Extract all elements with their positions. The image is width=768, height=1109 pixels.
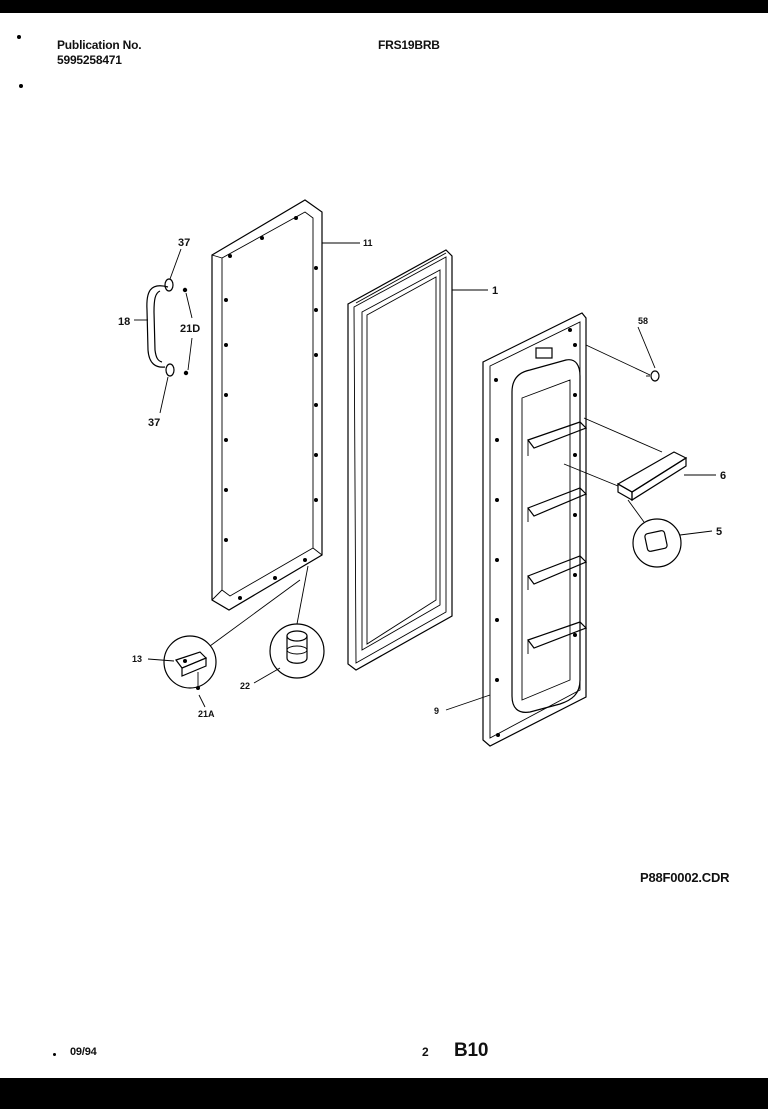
callout-gasket: 1	[492, 285, 498, 297]
callout-cap: 5	[716, 526, 722, 538]
callout-handle-screw-top: 37	[178, 237, 190, 249]
door-shelf	[527, 555, 588, 590]
publication-label: Publication No.	[57, 38, 142, 52]
drawing-file-name: P88F0002.CDR	[640, 870, 730, 885]
door-handle	[146, 278, 193, 377]
top-border-bar	[0, 0, 768, 13]
callout-inner-liner: 9	[434, 706, 439, 716]
callout-hinge-screw: 21A	[198, 709, 215, 719]
callout-shelf-rail: 6	[720, 470, 726, 482]
model-number: FRS19BRB	[378, 38, 440, 52]
section-code: B10	[454, 1040, 489, 1061]
shelf-rail	[563, 417, 688, 502]
door-shelf	[527, 621, 588, 654]
hinge-bushing-detail	[269, 565, 325, 679]
callout-screw: 58	[638, 316, 648, 326]
inner-door-liner	[482, 312, 588, 747]
callout-handle-screw-bottom: 37	[148, 417, 160, 429]
margin-dot	[53, 1053, 56, 1056]
screw	[585, 344, 660, 382]
page-number: 2	[422, 1045, 429, 1059]
callout-hinge-bushing: 22	[240, 681, 250, 691]
callout-handle-plug: 21D	[180, 323, 200, 335]
cap-detail	[627, 499, 682, 568]
margin-dot	[19, 84, 23, 88]
callout-outer-panel: 11	[363, 238, 373, 248]
margin-dot	[17, 35, 21, 39]
hinge-bracket-detail	[163, 579, 301, 690]
outer-door-panel	[211, 199, 323, 611]
callout-handle: 18	[118, 316, 130, 328]
publication-date: 09/94	[70, 1046, 97, 1058]
door-gasket	[347, 249, 453, 671]
publication-number: 5995258471	[57, 53, 122, 67]
door-shelf	[527, 421, 588, 456]
door-shelf	[527, 487, 588, 522]
callout-hinge-bracket: 13	[132, 654, 142, 664]
bottom-border-bar	[0, 1078, 768, 1109]
